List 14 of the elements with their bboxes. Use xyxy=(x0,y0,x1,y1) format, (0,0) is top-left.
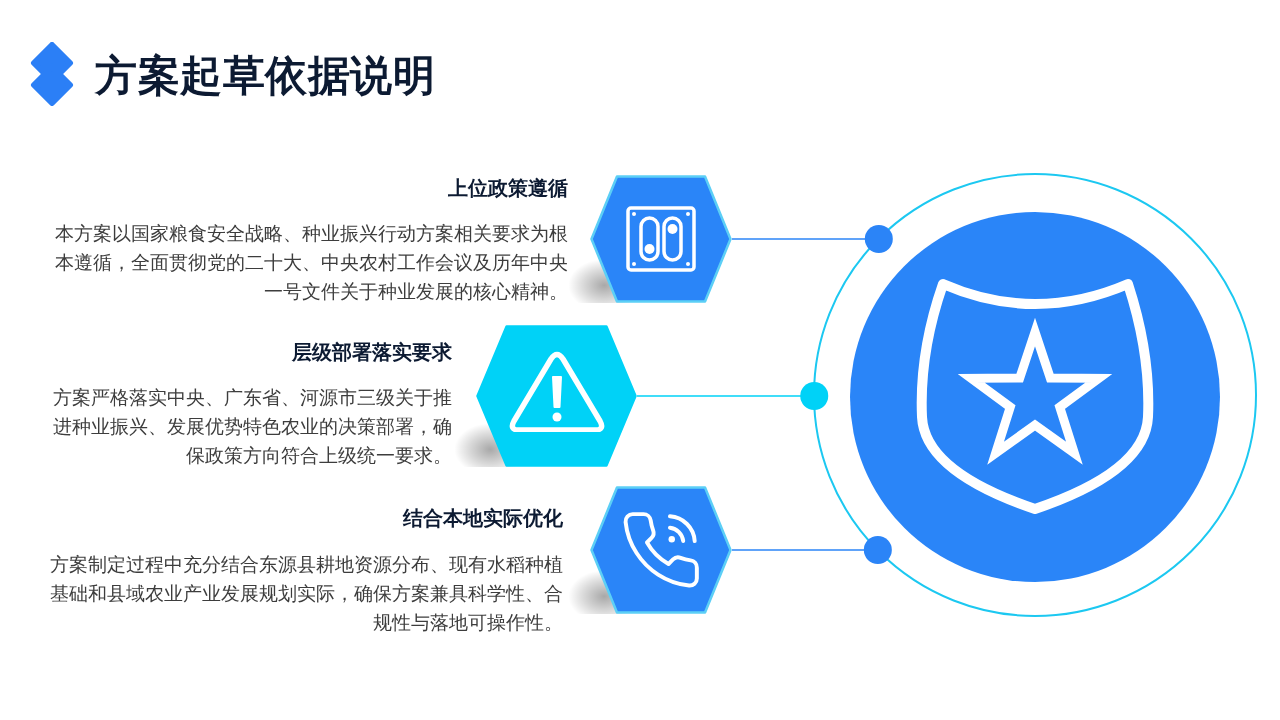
description-text: 方案制定过程中充分结合东源县耕地资源分布、现有水稻种植基础和县域农业产业发展规划实际，确保方案兼具科学性、合规性与落地可操作性。 xyxy=(49,551,563,635)
connector-line xyxy=(636,382,829,410)
section-heading: 层级部署落实要求 xyxy=(292,339,452,365)
hexagon xyxy=(476,325,637,467)
hexagon xyxy=(590,486,732,614)
section-heading: 结合本地实际优化 xyxy=(403,505,563,531)
section-heading: 上位政策遵循 xyxy=(448,175,568,201)
ring xyxy=(813,173,1257,617)
page-title: 方案起草依据说明 xyxy=(95,50,435,102)
hexagon xyxy=(590,175,732,303)
description-text: 本方案以国家粮食安全战略、种业振兴行动方案相关要求为根本遵循，全面贯彻党的二十大、中央农村工作会议及历年中央一号文件关于种业发展的核心精神。 xyxy=(54,220,568,304)
description-text: 方案严格落实中央、广东省、河源市三级关于推进种业振兴、发展优势特色农业的决策部署，确保政策方向符合上级统一要求。 xyxy=(52,384,452,468)
connector-line xyxy=(731,225,893,253)
connector-line xyxy=(731,536,892,564)
